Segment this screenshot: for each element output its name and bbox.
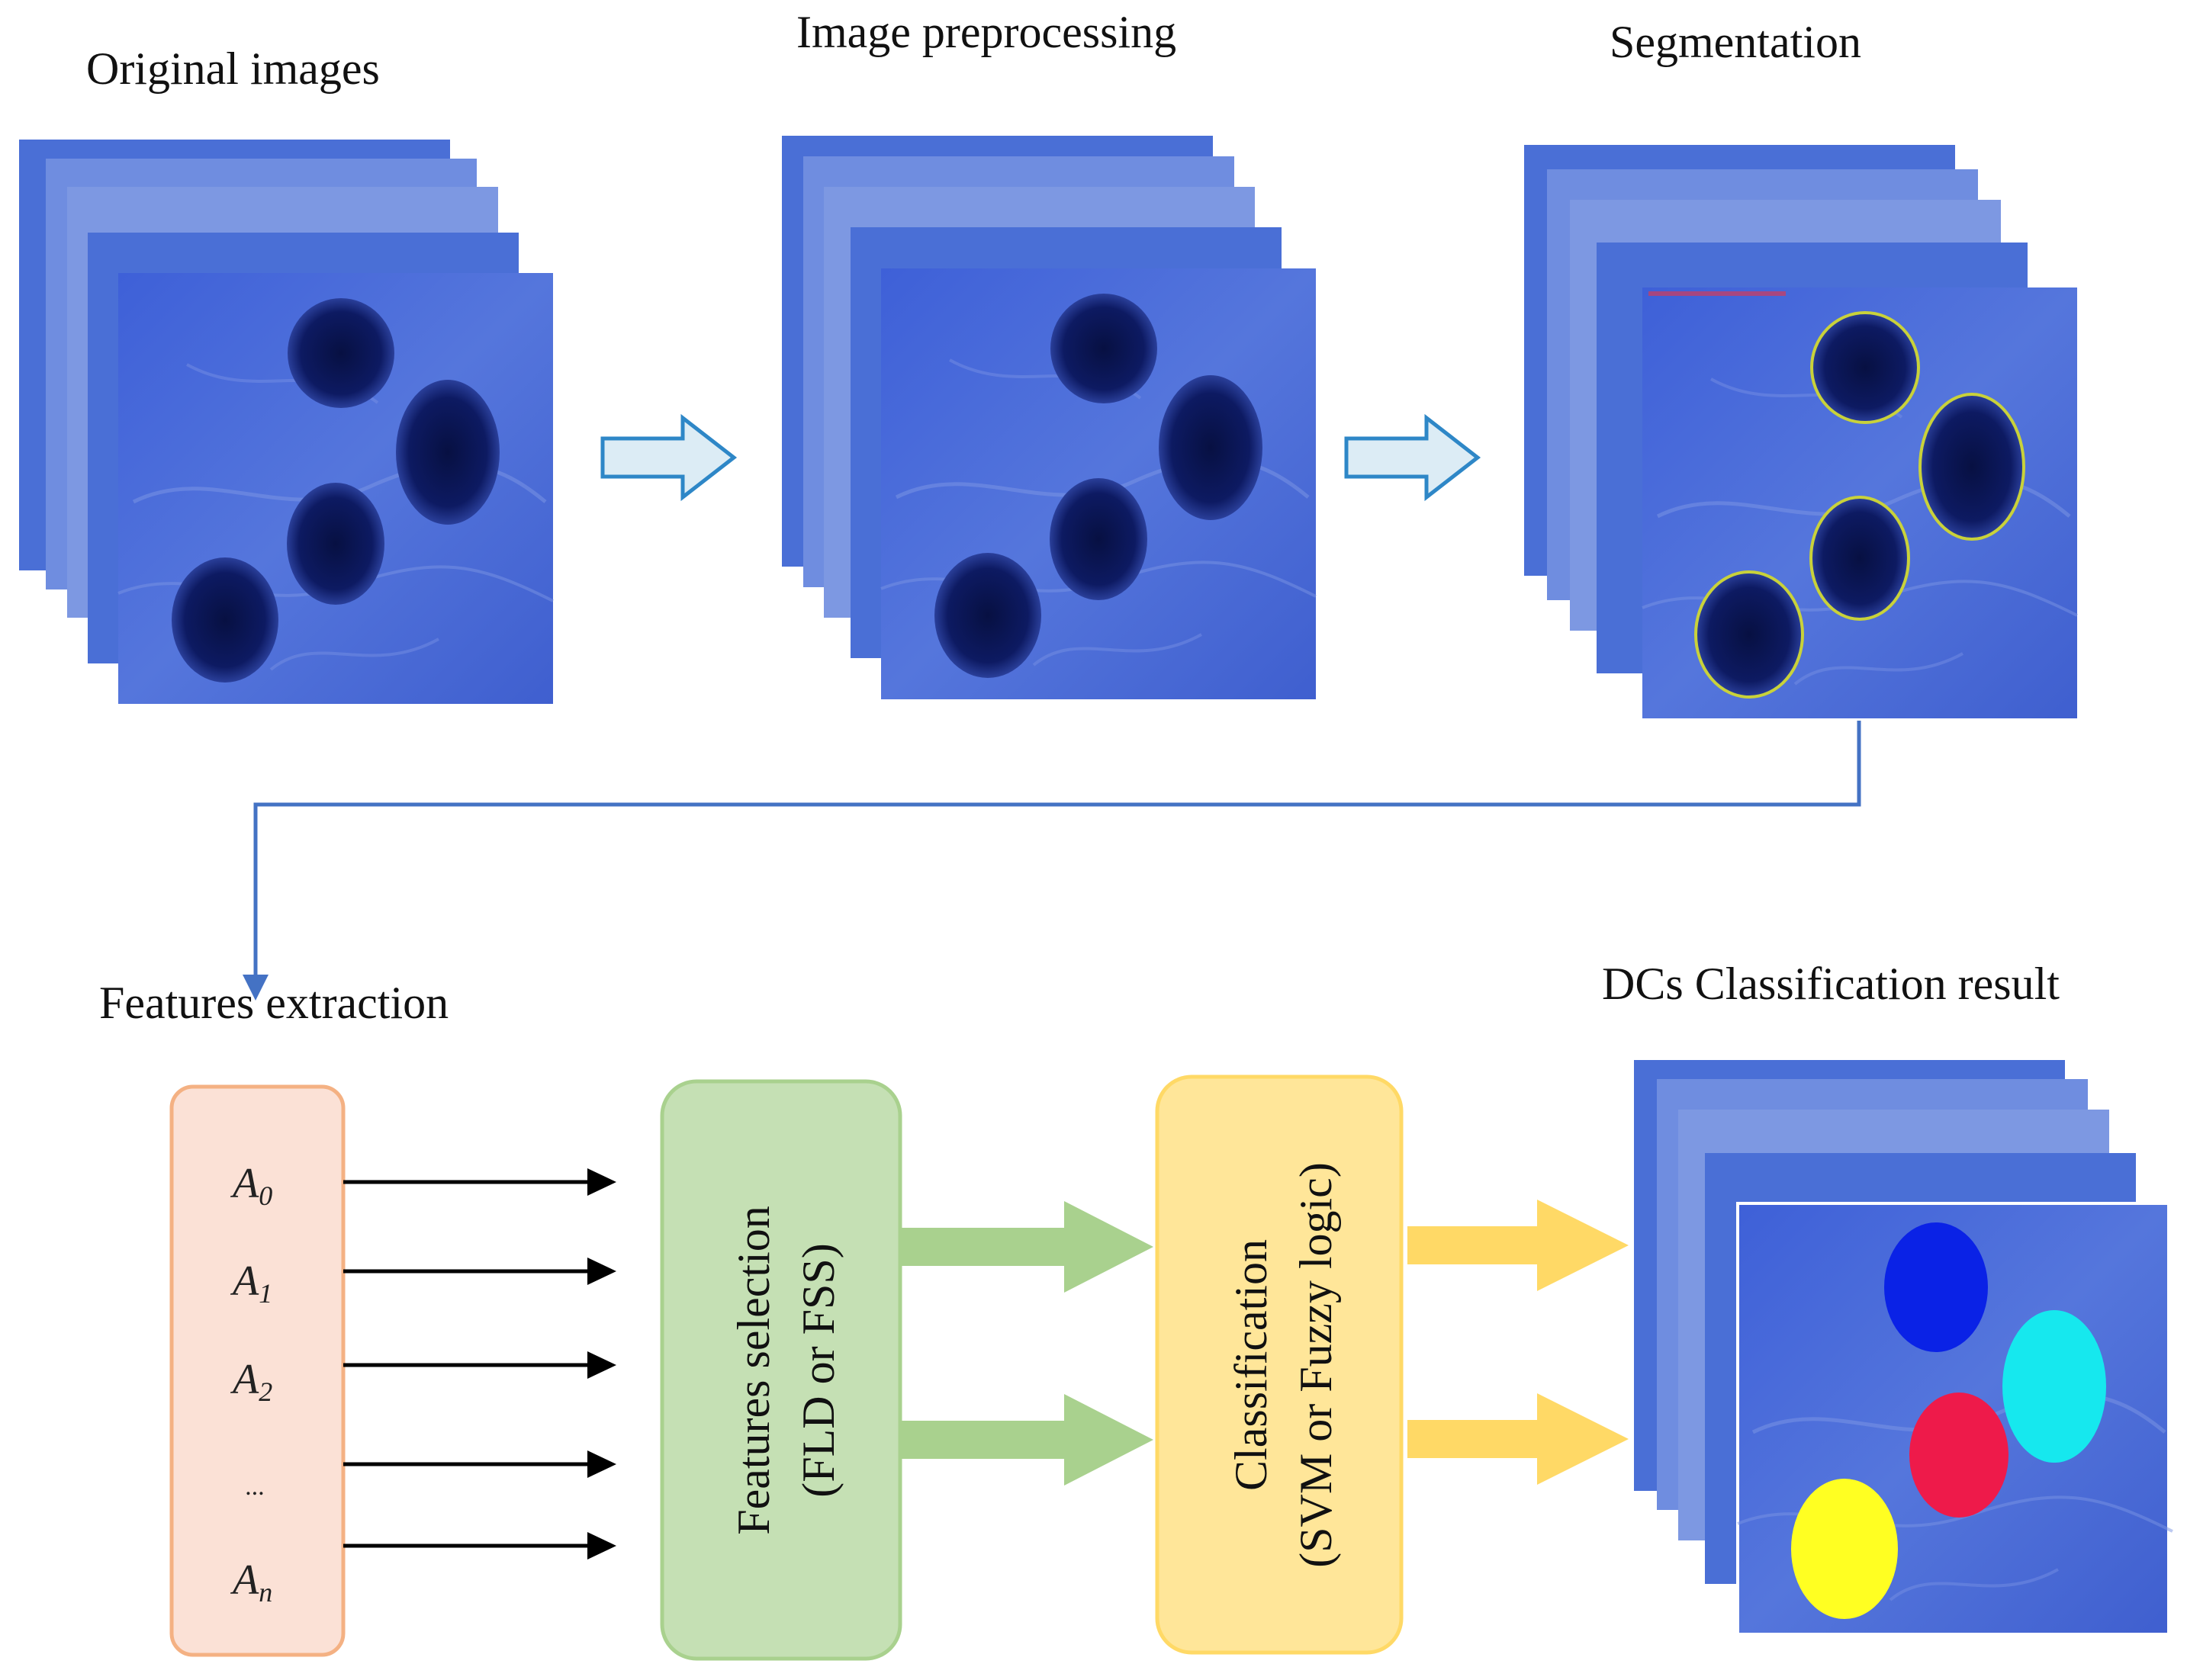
connector-line — [253, 721, 1861, 980]
green-arrows — [900, 1201, 1153, 1486]
yellow-arrows — [1407, 1200, 1629, 1485]
stage-title-original: Original images — [86, 43, 380, 94]
stage-title-features-extraction: Features extraction — [99, 978, 449, 1028]
feature-ellipsis: ... — [246, 1473, 265, 1501]
result-image-stack — [1634, 1060, 2173, 1636]
classification-box — [1155, 1074, 1404, 1655]
features-selection-label: Features selection — [728, 1206, 779, 1535]
connector-arrowhead — [243, 975, 269, 1001]
segmented-image — [1642, 287, 2077, 718]
flow-arrow-1 — [600, 413, 738, 502]
features-selection-box — [660, 1079, 902, 1661]
original-image — [118, 273, 553, 704]
flow-arrow-2 — [1344, 413, 1481, 502]
stage-title-preprocessing: Image preprocessing — [796, 7, 1176, 57]
feature-arrows — [343, 1168, 616, 1560]
features-box — [169, 1084, 346, 1657]
feature-a1: A1 — [230, 1258, 272, 1309]
classified-image — [1736, 1202, 2173, 1636]
cell-blue — [1884, 1222, 1988, 1352]
features-selection-methods: (FLD or FSS) — [793, 1243, 844, 1497]
feature-a2: A2 — [230, 1356, 272, 1407]
preprocessed-image-stack — [782, 136, 1316, 699]
feature-an: An — [230, 1556, 272, 1608]
feature-a0: A0 — [230, 1160, 272, 1211]
stage-title-result: DCs Classification result — [1602, 959, 2060, 1009]
preprocessed-image — [881, 268, 1316, 699]
stage-title-segmentation: Segmentation — [1610, 17, 1861, 67]
cell-cyan — [2002, 1310, 2106, 1463]
cell-red — [1909, 1393, 2009, 1518]
original-image-stack — [19, 140, 553, 704]
classification-label: Classification — [1226, 1239, 1276, 1491]
cell-yellow — [1791, 1479, 1898, 1619]
classification-methods: (SVM or Fuzzy logic) — [1291, 1162, 1341, 1568]
segmentation-image-stack — [1524, 145, 2077, 718]
